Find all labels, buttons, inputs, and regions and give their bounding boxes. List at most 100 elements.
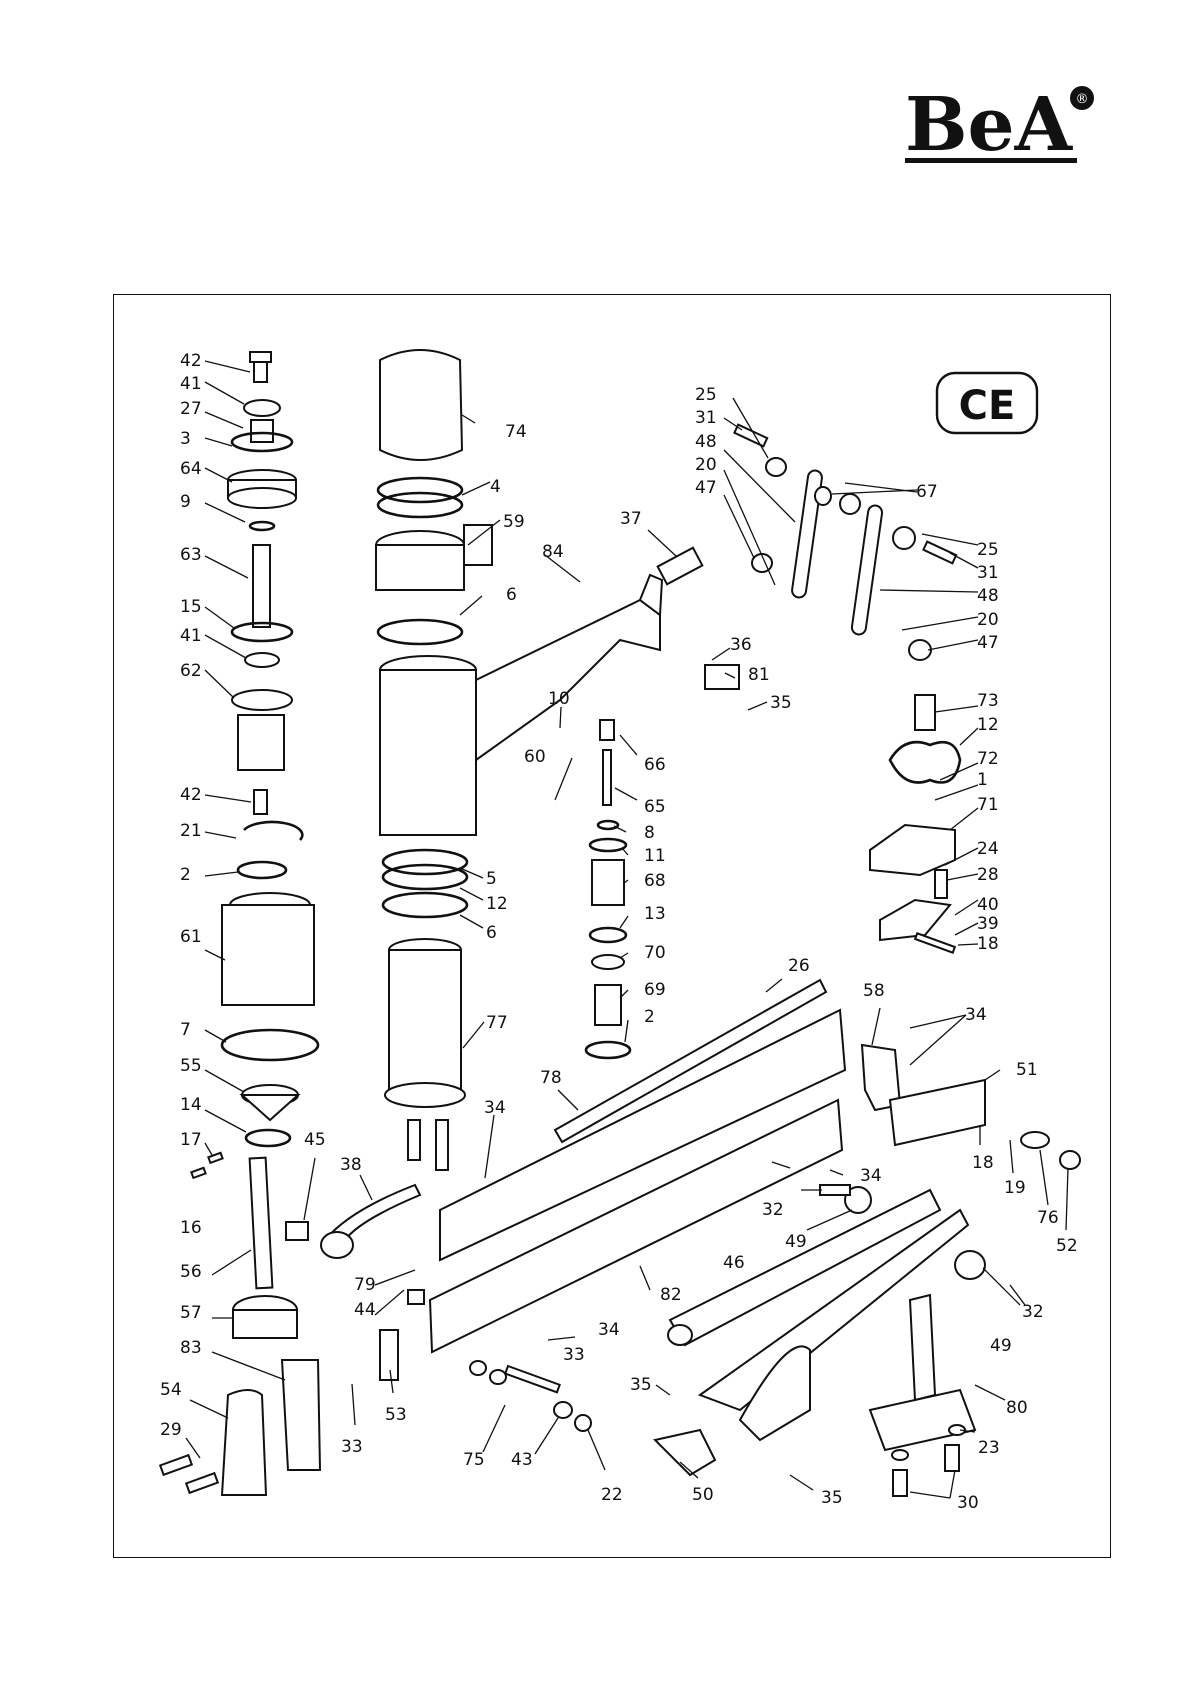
callout: 9 bbox=[180, 492, 191, 512]
callout: 34 bbox=[965, 1005, 987, 1025]
callout: 42 bbox=[180, 785, 202, 805]
registered-mark: ® bbox=[1076, 92, 1089, 107]
callout: 12 bbox=[977, 715, 999, 735]
callout: 34 bbox=[598, 1320, 620, 1340]
callout: 37 bbox=[620, 509, 642, 529]
callout: 47 bbox=[695, 478, 717, 498]
callout: 68 bbox=[644, 871, 666, 891]
callout: 7 bbox=[180, 1020, 191, 1040]
callout: 71 bbox=[977, 795, 999, 815]
callout: 23 bbox=[978, 1438, 1000, 1458]
callout: 63 bbox=[180, 545, 202, 565]
callout: 70 bbox=[644, 943, 666, 963]
callout: 53 bbox=[385, 1405, 407, 1425]
callout: 26 bbox=[788, 956, 810, 976]
callout: 2 bbox=[180, 865, 191, 885]
callout: 75 bbox=[463, 1450, 485, 1470]
callout: 5 bbox=[486, 869, 497, 889]
logo-text: BeA bbox=[905, 82, 1074, 168]
callout: 22 bbox=[601, 1485, 623, 1505]
callout: 56 bbox=[180, 1262, 202, 1282]
callout: 48 bbox=[977, 586, 999, 606]
callout: 39 bbox=[977, 914, 999, 934]
callout: 10 bbox=[548, 689, 570, 709]
callout: 43 bbox=[511, 1450, 533, 1470]
diagram-frame bbox=[113, 294, 1111, 1558]
callout: 35 bbox=[821, 1488, 843, 1508]
callout: 34 bbox=[484, 1098, 506, 1118]
callout: 50 bbox=[692, 1485, 714, 1505]
callout: 33 bbox=[563, 1345, 585, 1365]
bea-logo: BeA ® bbox=[905, 82, 1095, 170]
callout: 59 bbox=[503, 512, 525, 532]
callout: 15 bbox=[180, 597, 202, 617]
callout: 36 bbox=[730, 635, 752, 655]
callout: 77 bbox=[486, 1013, 508, 1033]
callout: 83 bbox=[180, 1338, 202, 1358]
callout: 48 bbox=[695, 432, 717, 452]
callout: 54 bbox=[160, 1380, 182, 1400]
callout: 31 bbox=[695, 408, 717, 428]
callout: 6 bbox=[486, 923, 497, 943]
callout: 41 bbox=[180, 626, 202, 646]
callout: 32 bbox=[762, 1200, 784, 1220]
right-parts bbox=[469, 423, 1081, 1497]
callout: 33 bbox=[341, 1437, 363, 1457]
callout: 49 bbox=[785, 1232, 807, 1252]
callout: 64 bbox=[180, 459, 202, 479]
callout: 18 bbox=[972, 1153, 994, 1173]
callout: 32 bbox=[1022, 1302, 1044, 1322]
callout: 6 bbox=[506, 585, 517, 605]
callout: 40 bbox=[977, 895, 999, 915]
callout: 46 bbox=[723, 1253, 745, 1273]
callout: 35 bbox=[770, 693, 792, 713]
callout: 18 bbox=[977, 934, 999, 954]
svg-text:CE: CE bbox=[959, 383, 1016, 429]
callout: 31 bbox=[977, 563, 999, 583]
callout: 79 bbox=[354, 1275, 376, 1295]
callout: 28 bbox=[977, 865, 999, 885]
callout: 61 bbox=[180, 927, 202, 947]
callout: 76 bbox=[1037, 1208, 1059, 1228]
callout: 65 bbox=[644, 797, 666, 817]
callout: 21 bbox=[180, 821, 202, 841]
callout: 12 bbox=[486, 894, 508, 914]
callout: 4 bbox=[490, 477, 501, 497]
callout-labels: 42 41 27 3 64 9 63 15 41 62 42 21 2 61 7… bbox=[160, 351, 1078, 1513]
callout: 73 bbox=[977, 691, 999, 711]
callout: 29 bbox=[160, 1420, 182, 1440]
callout: 16 bbox=[180, 1218, 202, 1238]
callout: 17 bbox=[180, 1130, 202, 1150]
callout: 45 bbox=[304, 1130, 326, 1150]
callout: 27 bbox=[180, 399, 202, 419]
callout: 81 bbox=[748, 665, 770, 685]
left-parts-stack bbox=[158, 351, 322, 1496]
callout: 67 bbox=[916, 482, 938, 502]
callout: 1 bbox=[977, 770, 988, 790]
callout: 2 bbox=[644, 1007, 655, 1027]
callout: 25 bbox=[695, 385, 717, 405]
callout: 38 bbox=[340, 1155, 362, 1175]
callout: 58 bbox=[863, 981, 885, 1001]
callout: 47 bbox=[977, 633, 999, 653]
callout: 3 bbox=[180, 429, 191, 449]
callout: 20 bbox=[977, 610, 999, 630]
callout: 60 bbox=[524, 747, 546, 767]
callout: 30 bbox=[957, 1493, 979, 1513]
callout: 24 bbox=[977, 839, 999, 859]
callout: 84 bbox=[542, 542, 564, 562]
callout: 52 bbox=[1056, 1236, 1078, 1256]
center-parts bbox=[320, 349, 847, 1381]
callout: 72 bbox=[977, 749, 999, 769]
callout: 41 bbox=[180, 374, 202, 394]
callout: 82 bbox=[660, 1285, 682, 1305]
callout: 55 bbox=[180, 1056, 202, 1076]
callout: 78 bbox=[540, 1068, 562, 1088]
callout: 57 bbox=[180, 1303, 202, 1323]
callout: 20 bbox=[695, 455, 717, 475]
callout: 11 bbox=[644, 846, 666, 866]
callout: 69 bbox=[644, 980, 666, 1000]
callout: 42 bbox=[180, 351, 202, 371]
callout: 80 bbox=[1006, 1398, 1028, 1418]
